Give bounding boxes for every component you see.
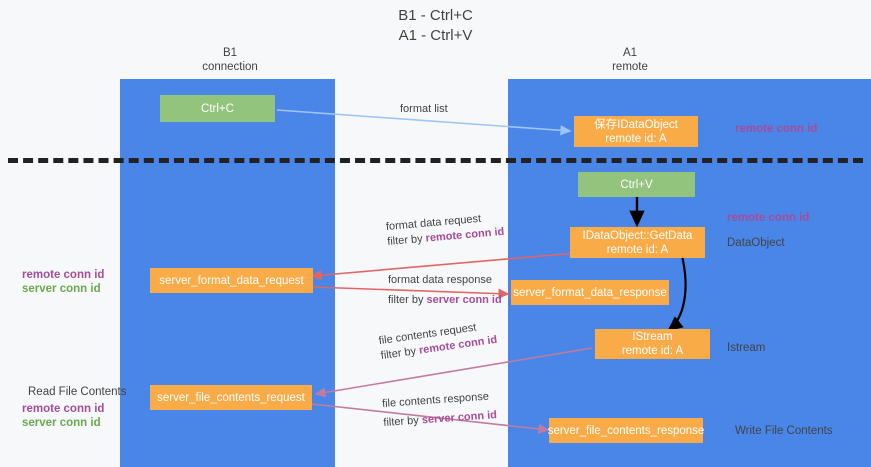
box-server-format-data-response[interactable]: server_format_data_response bbox=[511, 280, 669, 305]
filter-prefix: filter by bbox=[380, 344, 420, 363]
filter-key-server-conn-id: server conn id bbox=[426, 294, 502, 306]
edge-label-file-contents-request: file contents request filter by remote c… bbox=[378, 318, 498, 364]
edge-label-file-contents-response-filter: filter by server conn id bbox=[383, 408, 497, 431]
annotation-write-file-contents: Write File Contents bbox=[735, 425, 833, 437]
box-set-dataobject[interactable]: 保存IDataObject remote id: A bbox=[574, 116, 698, 147]
section-divider bbox=[8, 158, 863, 163]
box-ctrl-c[interactable]: Ctrl+C bbox=[160, 95, 275, 122]
edge-label-format-data-response: format data response filter by server co… bbox=[388, 273, 502, 308]
annotation-left-server-conn-id-mid: server conn id bbox=[22, 283, 101, 295]
filter-key-server-conn-id: server conn id bbox=[421, 409, 498, 427]
box-server-file-contents-response[interactable]: server_file_contents_response bbox=[548, 418, 704, 443]
column-header-b1: B1 connection bbox=[202, 47, 258, 73]
box-server-file-contents-request[interactable]: server_file_contents_request bbox=[150, 385, 312, 410]
annotation-left-remote-conn-id-bottom: remote conn id bbox=[22, 403, 105, 415]
annotation-remote-conn-id-top: remote conn id bbox=[735, 123, 818, 135]
annotation-left-server-conn-id-bottom: server conn id bbox=[22, 417, 101, 429]
box-ctrl-v[interactable]: Ctrl+V bbox=[578, 172, 695, 197]
annotation-remote-conn-id-mid: remote conn id bbox=[727, 212, 810, 224]
box-server-format-data-request[interactable]: server_format_data_request bbox=[150, 268, 313, 293]
filter-prefix: filter by bbox=[388, 294, 427, 306]
annotation-istream: Istream bbox=[727, 342, 766, 354]
box-getdata[interactable]: IDataObject::GetData remote id: A bbox=[570, 227, 705, 258]
filter-prefix: filter by bbox=[386, 232, 427, 249]
page-title: B1 - Ctrl+C A1 - Ctrl+V bbox=[398, 7, 473, 44]
annotation-read-file-contents: Read File Contents bbox=[28, 386, 127, 398]
edge-label-format-data-request: format data request filter by remote con… bbox=[385, 210, 505, 250]
annotation-left-remote-conn-id-mid: remote conn id bbox=[22, 269, 105, 281]
edge-label-format-data-response-text: format data response bbox=[388, 274, 492, 286]
edge-label-format-list: format list bbox=[400, 103, 448, 115]
box-istream[interactable]: IStream remote id: A bbox=[595, 329, 710, 359]
edge-label-file-contents-response: file contents response filter by server … bbox=[382, 389, 498, 431]
column-header-a1: A1 remote bbox=[612, 47, 648, 73]
edge-label-format-data-response-filter: filter by server conn id bbox=[388, 293, 502, 308]
annotation-dataobject: DataObject bbox=[727, 237, 785, 249]
filter-prefix: filter by bbox=[383, 414, 423, 430]
